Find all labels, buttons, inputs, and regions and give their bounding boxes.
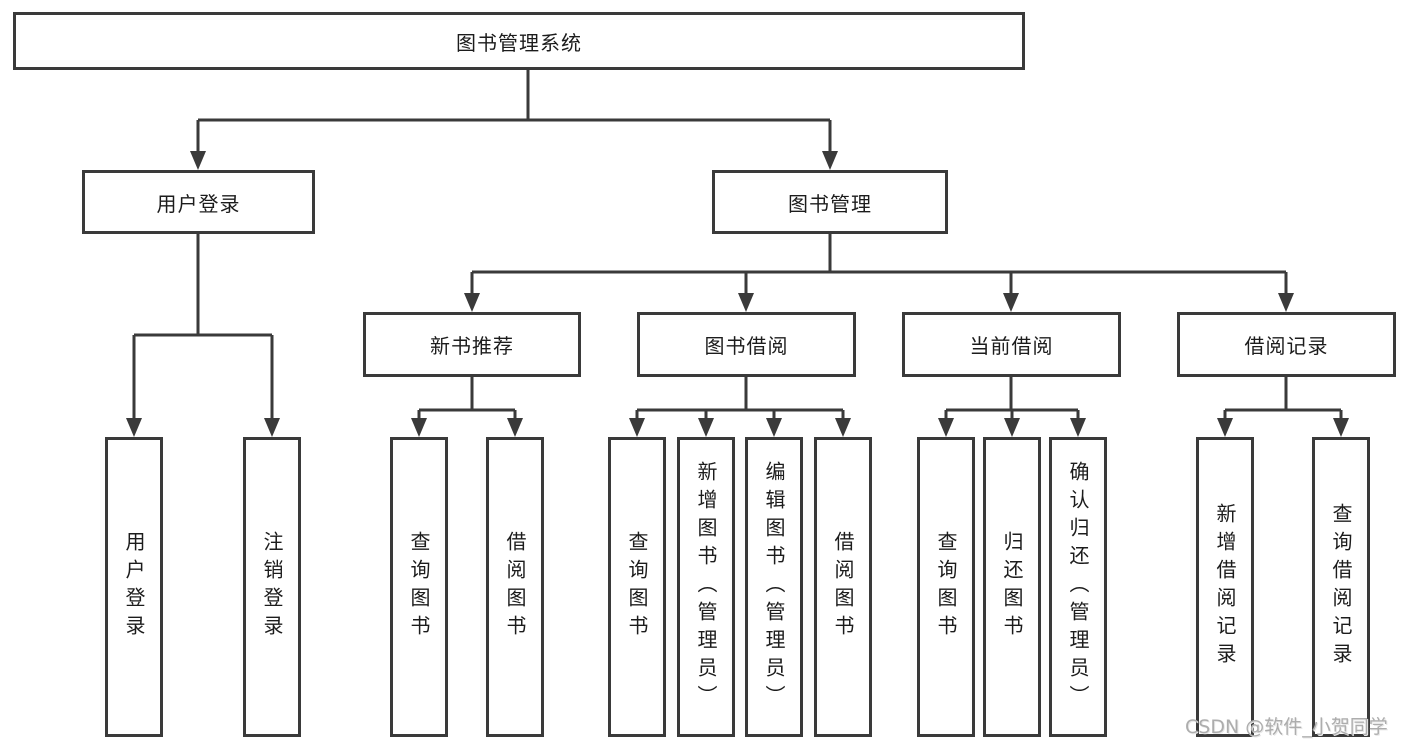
node-current-borrowing: 当前借阅: [902, 312, 1121, 377]
node-label: 注销登录: [260, 531, 284, 643]
node-label: 借阅图书: [831, 531, 855, 643]
leaf-query-books-current: 查询图书: [917, 437, 975, 737]
node-book-borrowing: 图书借阅: [637, 312, 856, 377]
node-label: 确认归还（管理员）: [1066, 461, 1090, 713]
node-label: 查询图书: [934, 531, 958, 643]
watermark-text: CSDN @软件_小贺同学: [1185, 716, 1388, 738]
node-book-management: 图书管理: [712, 170, 948, 234]
leaf-logout: 注销登录: [243, 437, 301, 737]
node-label: 图书管理: [788, 191, 872, 216]
node-label: 借阅记录: [1244, 334, 1329, 358]
node-label: 当前借阅: [969, 334, 1054, 358]
node-label: 借阅图书: [503, 531, 527, 643]
node-label: 图书管理系统: [456, 30, 582, 55]
leaf-user-login: 用户登录: [105, 437, 163, 737]
node-user-login: 用户登录: [82, 170, 315, 234]
node-label: 新书推荐: [430, 334, 514, 358]
leaf-borrow-books-recommend: 借阅图书: [486, 437, 544, 737]
node-label: 用户登录: [122, 531, 146, 643]
leaf-confirm-return-admin: 确认归还（管理员）: [1049, 437, 1107, 737]
node-new-book-recommendation: 新书推荐: [363, 312, 581, 377]
node-label: 用户登录: [156, 191, 241, 216]
leaf-query-books-borrowing: 查询图书: [608, 437, 666, 737]
leaf-edit-book-admin: 编辑图书（管理员）: [745, 437, 803, 737]
node-label: 新增图书（管理员）: [694, 461, 718, 713]
leaf-return-books: 归还图书: [983, 437, 1041, 737]
node-label: 查询借阅记录: [1329, 503, 1353, 671]
leaf-borrow-books-borrowing: 借阅图书: [814, 437, 872, 737]
node-label: 图书借阅: [704, 334, 789, 358]
node-label: 查询图书: [625, 531, 649, 643]
node-borrow-records: 借阅记录: [1177, 312, 1396, 377]
leaf-add-borrow-record: 新增借阅记录: [1196, 437, 1254, 737]
leaf-query-borrow-record: 查询借阅记录: [1312, 437, 1370, 737]
node-label: 新增借阅记录: [1213, 503, 1237, 671]
node-label: 归还图书: [1000, 531, 1024, 643]
leaf-query-books-recommend: 查询图书: [390, 437, 448, 737]
node-library-management-system: 图书管理系统: [13, 12, 1025, 70]
node-label: 编辑图书（管理员）: [762, 461, 786, 713]
leaf-add-book-admin: 新增图书（管理员）: [677, 437, 735, 737]
node-label: 查询图书: [407, 531, 431, 643]
